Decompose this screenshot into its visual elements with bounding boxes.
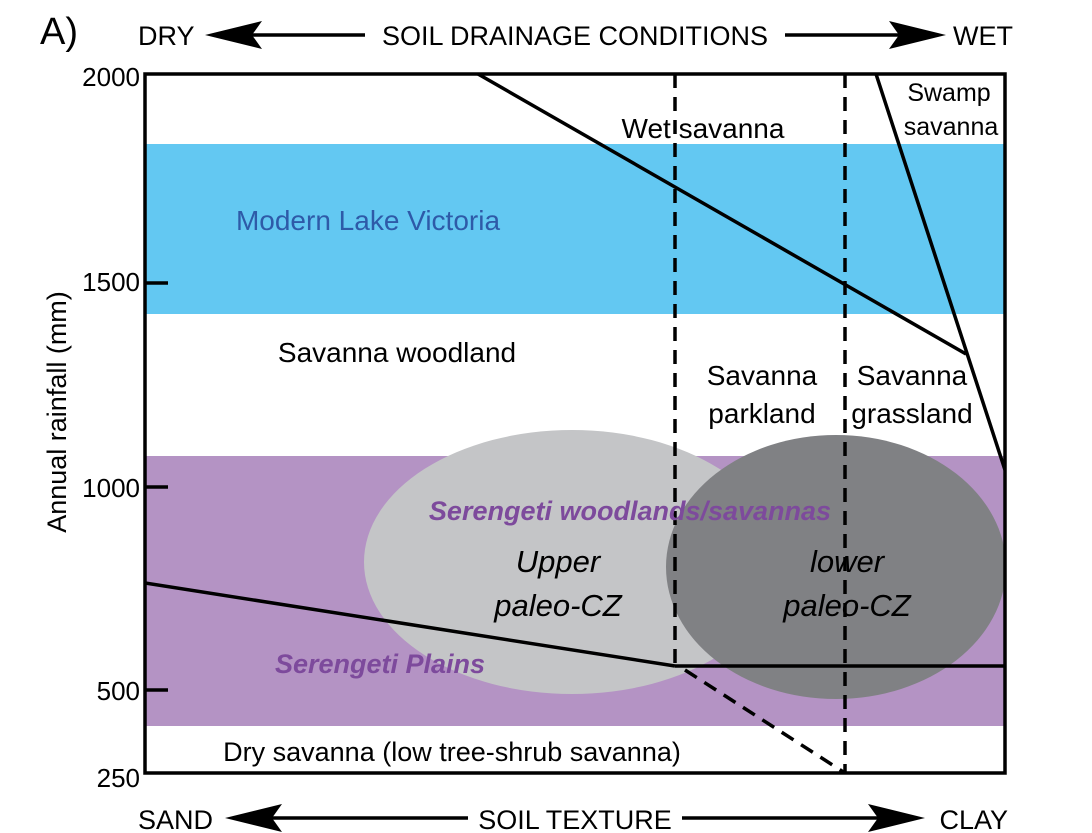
dry-savanna-label: Dry savanna (low tree-shrub savanna) <box>223 737 681 767</box>
bottom-axis-title: SOIL TEXTURE <box>478 805 672 833</box>
top-left-arrow <box>205 21 365 49</box>
serengeti-woodlands-label: Serengeti woodlands/savannas <box>429 496 831 526</box>
wet-savanna-label: Wet savanna <box>622 113 785 144</box>
swamp-savanna-label-line2: savanna <box>904 113 999 141</box>
bottom-axis-right-label: CLAY <box>939 805 1008 833</box>
top-axis-right-label: WET <box>953 21 1013 51</box>
bottom-axis-left-label: SAND <box>138 805 213 833</box>
y-tick-label: 2000 <box>82 62 140 92</box>
y-tick-label: 250 <box>97 763 140 793</box>
serengeti-plains-label: Serengeti Plains <box>275 649 485 679</box>
swamp-savanna-boundary-line <box>874 74 1005 471</box>
lower-paleo-cz-ellipse <box>666 435 1006 699</box>
upper-paleo-cz-label-line1: Upper <box>516 544 602 579</box>
bottom-right-arrow <box>682 804 925 832</box>
savanna-parkland-label-line1: Savanna <box>707 360 818 391</box>
lake-victoria-label: Modern Lake Victoria <box>236 205 501 236</box>
lake-victoria-band <box>145 144 1005 314</box>
lower-paleo-cz-label-line2: paleo-CZ <box>782 588 912 623</box>
lower-paleo-cz-label-line1: lower <box>810 544 886 579</box>
y-axis-label: Annual rainfall (mm) <box>42 291 72 533</box>
top-right-arrow <box>785 21 946 49</box>
swamp-savanna-label-line1: Swamp <box>907 79 990 107</box>
y-tick-label: 500 <box>97 676 140 706</box>
savanna-parkland-label-line2: parkland <box>708 398 815 429</box>
y-tick-label: 1000 <box>82 473 140 503</box>
savanna-grassland-label-line2: grassland <box>851 398 972 429</box>
upper-paleo-cz-label-line2: paleo-CZ <box>493 588 623 623</box>
panel-label: A) <box>40 11 78 53</box>
top-axis-left-label: DRY <box>138 21 195 51</box>
bottom-left-arrow <box>225 804 468 832</box>
plot-frame <box>143 72 1007 775</box>
wet-savanna-boundary-line <box>477 74 967 356</box>
savanna-grassland-label-line1: Savanna <box>857 360 968 391</box>
dry-savanna-dashed-diagonal <box>684 668 846 773</box>
y-tick-label: 1500 <box>82 267 140 297</box>
savanna-woodland-label: Savanna woodland <box>278 337 516 368</box>
dry-savanna-boundary-line <box>145 581 676 668</box>
top-axis-title: SOIL DRAINAGE CONDITIONS <box>382 21 768 51</box>
